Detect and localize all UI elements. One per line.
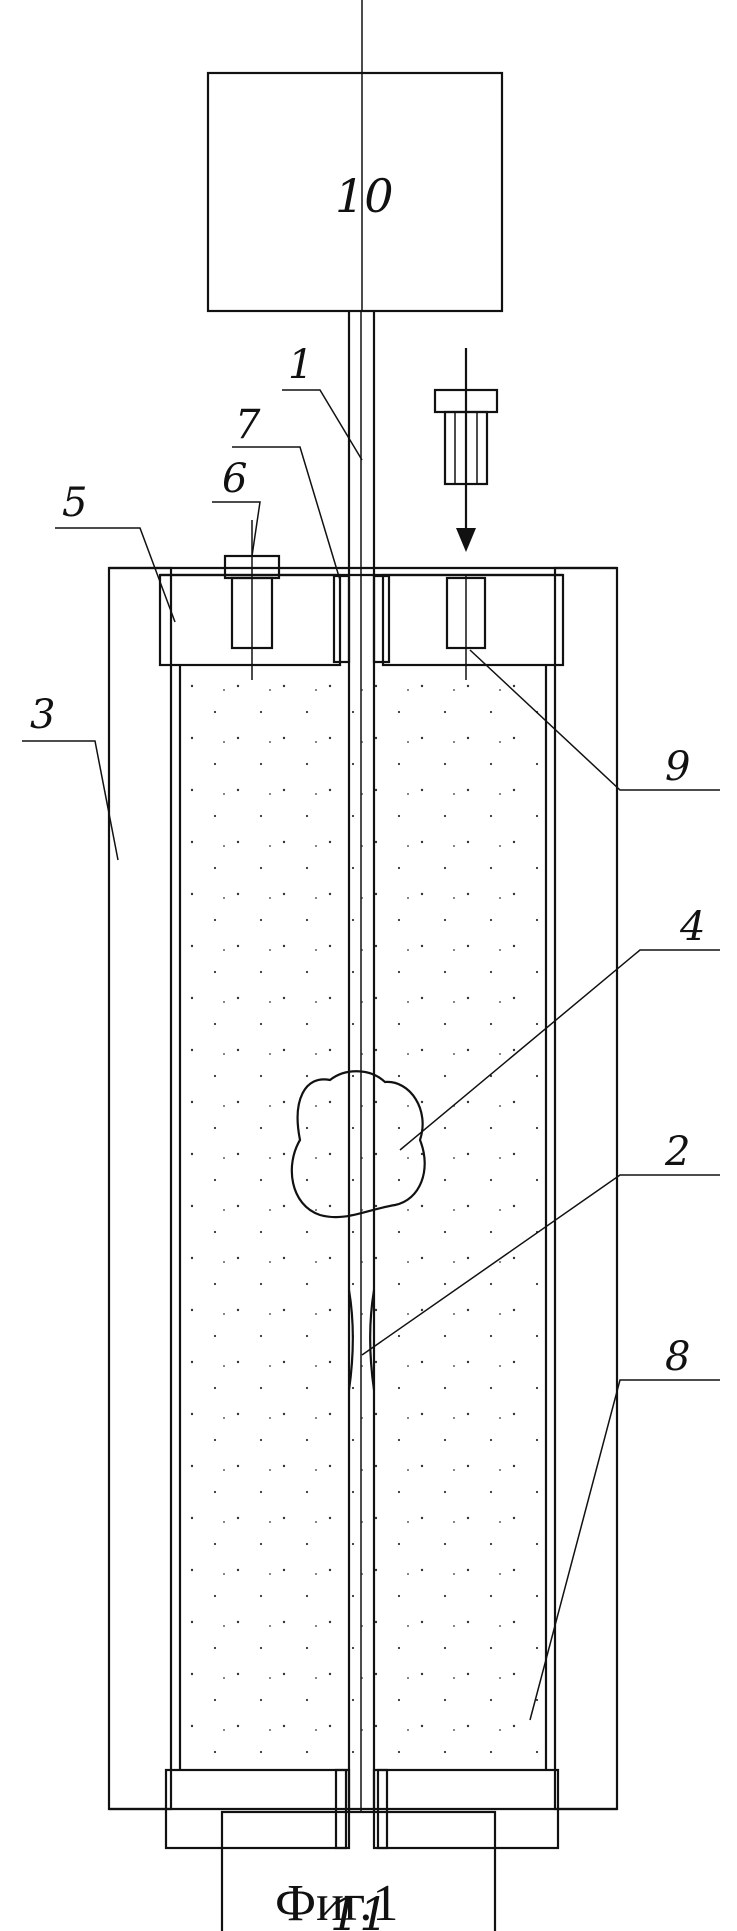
label-4: 4 — [679, 904, 705, 950]
label-5: 5 — [62, 480, 87, 526]
housing-wall-left — [107, 566, 173, 1811]
seal-7-left — [332, 574, 351, 664]
leader-3 — [22, 740, 119, 861]
label-9: 9 — [665, 744, 690, 790]
label-6: 6 — [222, 456, 247, 502]
neck-2 — [347, 1289, 376, 1391]
bottom-seal-right — [372, 1768, 389, 1850]
label-3: 3 — [30, 692, 55, 738]
top-flange-right — [381, 573, 565, 667]
label-1: 1 — [288, 342, 313, 388]
leader-9 — [469, 649, 720, 791]
leader-4 — [399, 949, 720, 1151]
lump-4 — [290, 1070, 426, 1219]
label-8: 8 — [665, 1334, 690, 1380]
housing-wall-right — [553, 566, 619, 1811]
seal-7-right — [372, 574, 391, 664]
block-10 — [206, 71, 504, 313]
label-10: 10 — [335, 169, 394, 223]
label-2: 2 — [664, 1129, 690, 1175]
bottom-flange-left — [164, 1768, 348, 1850]
leader-7 — [232, 446, 341, 581]
leader-2 — [361, 1174, 720, 1356]
filler-cavity — [180, 665, 546, 1770]
injection-arrow-head — [456, 528, 476, 552]
label-7: 7 — [235, 402, 261, 448]
bottom-flange-right — [376, 1768, 560, 1850]
leader-6 — [212, 501, 261, 557]
leader-5 — [55, 527, 176, 623]
bottom-seal-left — [334, 1768, 351, 1850]
top-flange-left — [158, 573, 342, 667]
leader-1 — [282, 389, 363, 461]
leader-8 — [529, 1379, 720, 1721]
figure-caption: Фиг.1 — [275, 1875, 398, 1931]
label-11: 11 — [330, 1887, 389, 1931]
block-11 — [220, 1810, 497, 1931]
